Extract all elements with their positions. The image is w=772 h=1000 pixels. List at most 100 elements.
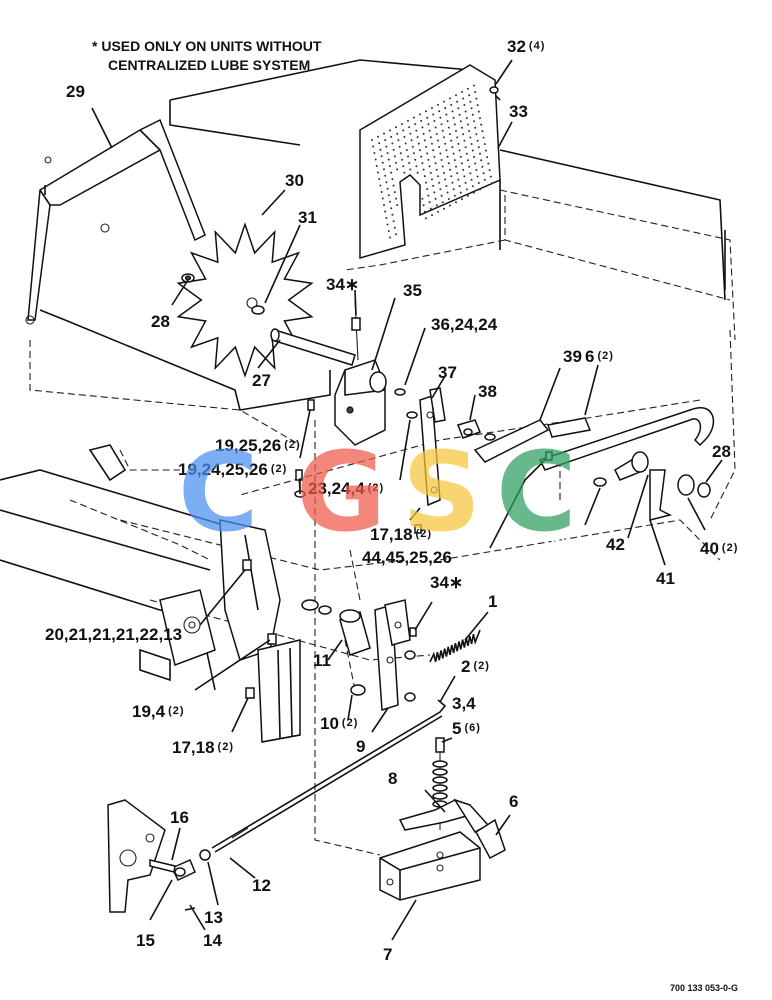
- callout-c34a: 34∗: [326, 275, 359, 294]
- callout-number: 28: [712, 442, 731, 461]
- callout-number: 15: [136, 931, 155, 950]
- callout-number: 31: [298, 208, 317, 227]
- callout-quantity: (2): [368, 482, 384, 494]
- part-40-washer: [677, 474, 695, 496]
- callout-c13: 13: [204, 908, 223, 927]
- hanging-bracket: [219, 519, 281, 661]
- callout-c38: 38: [478, 382, 497, 401]
- watermark-letter-1: C: [178, 428, 259, 556]
- callout-c33: 33: [509, 102, 528, 121]
- callout-c35: 35: [403, 281, 422, 300]
- callout-quantity: (2): [284, 439, 300, 451]
- part-27-shaft: [270, 328, 356, 366]
- callout-number: 13: [204, 908, 223, 927]
- callout-number: 27: [252, 371, 271, 390]
- callout-quantity: (2): [168, 705, 184, 717]
- callout-number: 35: [403, 281, 422, 300]
- callout-number: 1: [488, 592, 497, 611]
- callout-quantity: (6): [464, 722, 480, 734]
- callout-number: 16: [170, 808, 189, 827]
- callout-number: 32: [507, 37, 526, 56]
- callout-c27: 27: [252, 371, 271, 390]
- callout-c11: 11: [313, 651, 331, 670]
- callout-c1: 1: [488, 592, 497, 611]
- callout-number: 19,4: [132, 702, 166, 721]
- callout-c16: 16: [170, 808, 189, 827]
- callout-c32: 32(4): [507, 37, 545, 56]
- callout-c34: 3,4: [452, 694, 476, 713]
- callout-c36: 36,24,24: [431, 315, 498, 334]
- callout-quantity: (2): [416, 528, 432, 540]
- callout-labels: 12(2)3,45(6)6(2)678910(2)11121314151617,…: [45, 37, 738, 964]
- callout-number: 11: [313, 651, 331, 670]
- callout-number: 39: [563, 347, 582, 366]
- callout-number: 41: [656, 569, 675, 588]
- callout-c19242526: 19,24,25,26(2): [178, 460, 287, 479]
- callout-c6b: 6: [509, 792, 518, 811]
- callout-c30: 30: [285, 171, 304, 190]
- callout-quantity: (4): [529, 40, 545, 52]
- callout-number: 6: [585, 347, 594, 366]
- part-30-star-wheel: [176, 222, 314, 378]
- callout-c20: 20,21,21,21,22,13: [45, 625, 182, 644]
- callout-quantity: (2): [722, 542, 738, 554]
- callout-c14: 14: [203, 931, 222, 950]
- callout-number: 34∗: [326, 275, 359, 294]
- callout-number: 19,24,25,26: [178, 460, 268, 479]
- callout-c7: 7: [383, 945, 392, 964]
- callout-number: 17,18: [172, 738, 215, 757]
- part-7-bracket-plate: [379, 831, 481, 901]
- part-35-bearing-mount: [334, 299, 387, 446]
- watermark-letter-3: S: [402, 428, 481, 556]
- callout-number: 43: [546, 528, 565, 547]
- callout-number: 20,21,21,21,22,13: [45, 625, 182, 644]
- callout-c2: 2(2): [461, 657, 490, 676]
- callout-c40: 40(2): [700, 539, 738, 558]
- part-10-washers: [301, 599, 366, 696]
- part-28-nut-right: [697, 482, 711, 498]
- bottom-left-frame: [107, 799, 166, 913]
- callout-c23244: 23,24,4(2): [308, 479, 384, 498]
- callout-c194: 19,4(2): [132, 702, 185, 721]
- part-33-perforated-guard: [359, 64, 501, 259]
- callout-c1718a: 17,18(2): [370, 525, 432, 544]
- callout-number: 14: [203, 931, 222, 950]
- part-1-spring: [429, 629, 481, 663]
- callout-c44: 44,45,25,26: [362, 548, 452, 567]
- callout-quantity: (2): [271, 463, 287, 475]
- callout-c12: 12: [252, 876, 271, 895]
- callout-c42: 42: [606, 535, 625, 554]
- callout-c29: 29: [66, 82, 85, 101]
- callout-number: 7: [383, 945, 392, 964]
- callout-number: 2: [461, 657, 470, 676]
- callout-quantity: (2): [597, 350, 613, 362]
- part-31-washer: [251, 305, 265, 315]
- callout-c31: 31: [298, 208, 317, 227]
- callout-c9: 9: [356, 737, 365, 756]
- callout-number: 9: [356, 737, 365, 756]
- callout-number: 44,45,25,26: [362, 548, 452, 567]
- callout-c10: 10(2): [320, 714, 358, 733]
- callout-number: 6: [509, 792, 518, 811]
- callout-number: 29: [66, 82, 85, 101]
- callout-c28b: 28: [712, 442, 731, 461]
- callout-c192526: 19,25,26(2): [215, 436, 301, 455]
- part-29-shield-bracket: [25, 118, 206, 325]
- note-line-2: CENTRALIZED LUBE SYSTEM: [108, 57, 310, 73]
- part-14-cotter: [184, 907, 196, 911]
- callout-number: 38: [478, 382, 497, 401]
- part-6-pedal: [475, 818, 506, 860]
- part-39-link: [473, 417, 592, 463]
- callout-number: 30: [285, 171, 304, 190]
- callout-c34b: 34∗: [430, 573, 463, 592]
- callout-number: 28: [151, 312, 170, 331]
- callout-c5: 5(6): [452, 719, 481, 738]
- callout-number: 3,4: [452, 694, 476, 713]
- note-line-1: * USED ONLY ON UNITS WITHOUT: [92, 38, 322, 54]
- callout-number: 12: [252, 876, 271, 895]
- part-16-pin: [149, 859, 176, 873]
- callout-number: 19,25,26: [215, 436, 281, 455]
- callout-number: 34∗: [430, 573, 463, 592]
- callout-c6a: 6(2): [585, 347, 614, 366]
